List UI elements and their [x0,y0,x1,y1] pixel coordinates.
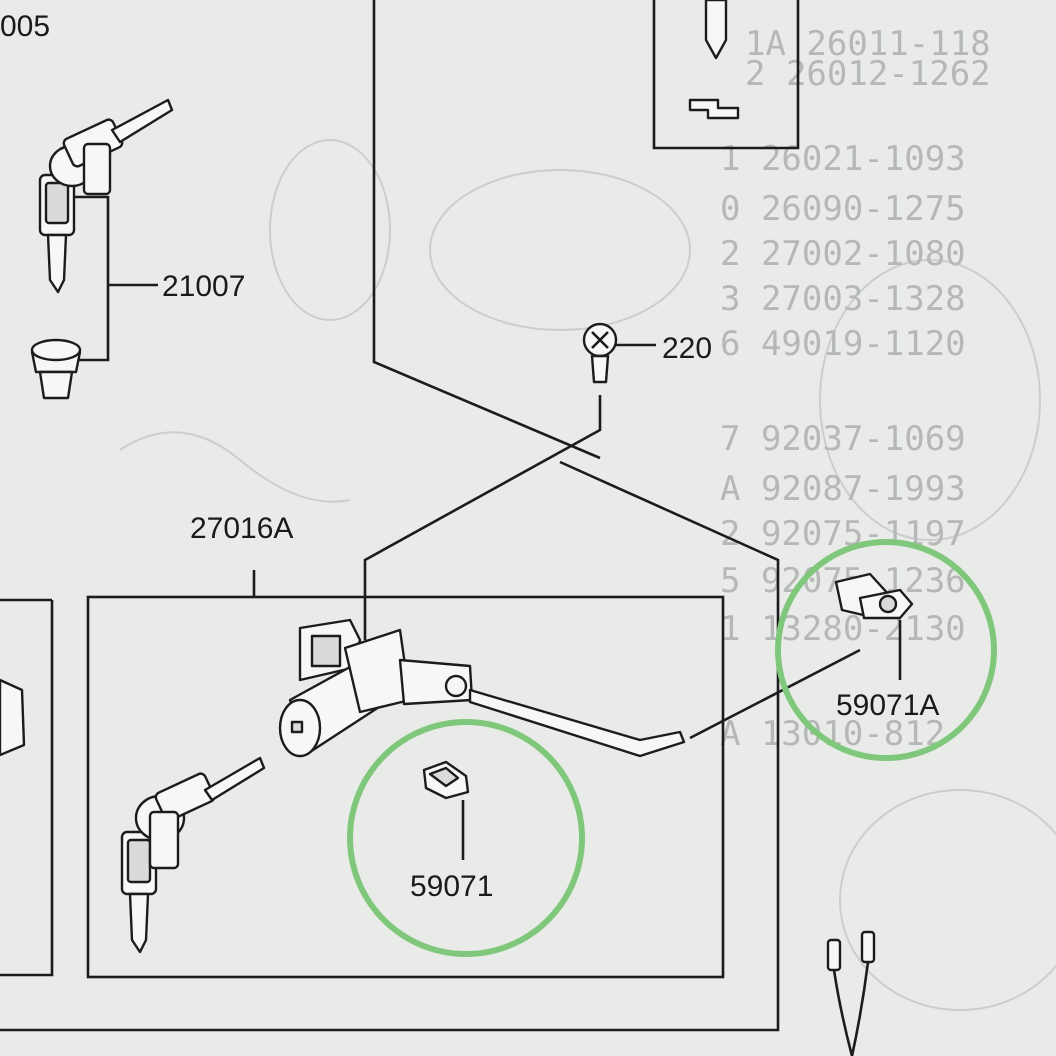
lock-assembly-icon [278,618,861,758]
wire-connector-icon [826,930,876,1056]
background-part-list: 1A 26011-118 2 26012-1262 1 26021-1093 0… [720,24,991,754]
bg-part-number: 7 92037-1069 [720,419,966,459]
bg-part-number: 1 13280-2130 [720,609,966,649]
label-59071: 59071 [410,870,493,903]
frame-lines [0,0,800,1032]
lock-key-set-icon [120,756,266,954]
highlight-circle-59071a [775,539,997,761]
background-ghost-shapes [119,139,1056,1011]
bg-part-number: 3 27003-1328 [720,279,966,319]
bg-part-number: 6 49019-1120 [720,324,966,364]
key-blade-icon [688,0,740,120]
bg-part-number: A 13010-812 [720,714,945,754]
clip-a-icon [834,572,914,680]
key-set-icon [30,98,174,400]
label-27016a: 27016A [190,512,293,545]
bg-part-number: 1A 26011-118 [745,24,991,64]
bg-part-number: A 92087-1993 [720,469,966,509]
screw-icon [582,322,656,384]
label-partial-005: 005 [0,10,50,43]
bg-part-number: 1 26021-1093 [720,139,966,179]
bg-part-number: 2 26012-1262 [745,54,991,94]
clip-icon [422,760,470,860]
partial-part-left-icon [0,678,26,757]
label-21007: 21007 [162,270,245,303]
label-220: 220 [662,332,712,365]
bg-part-number: 0 26090-1275 [720,189,966,229]
bg-part-number: 2 27002-1080 [720,234,966,274]
label-59071a: 59071A [836,689,939,722]
highlight-circle-59071 [347,719,585,957]
